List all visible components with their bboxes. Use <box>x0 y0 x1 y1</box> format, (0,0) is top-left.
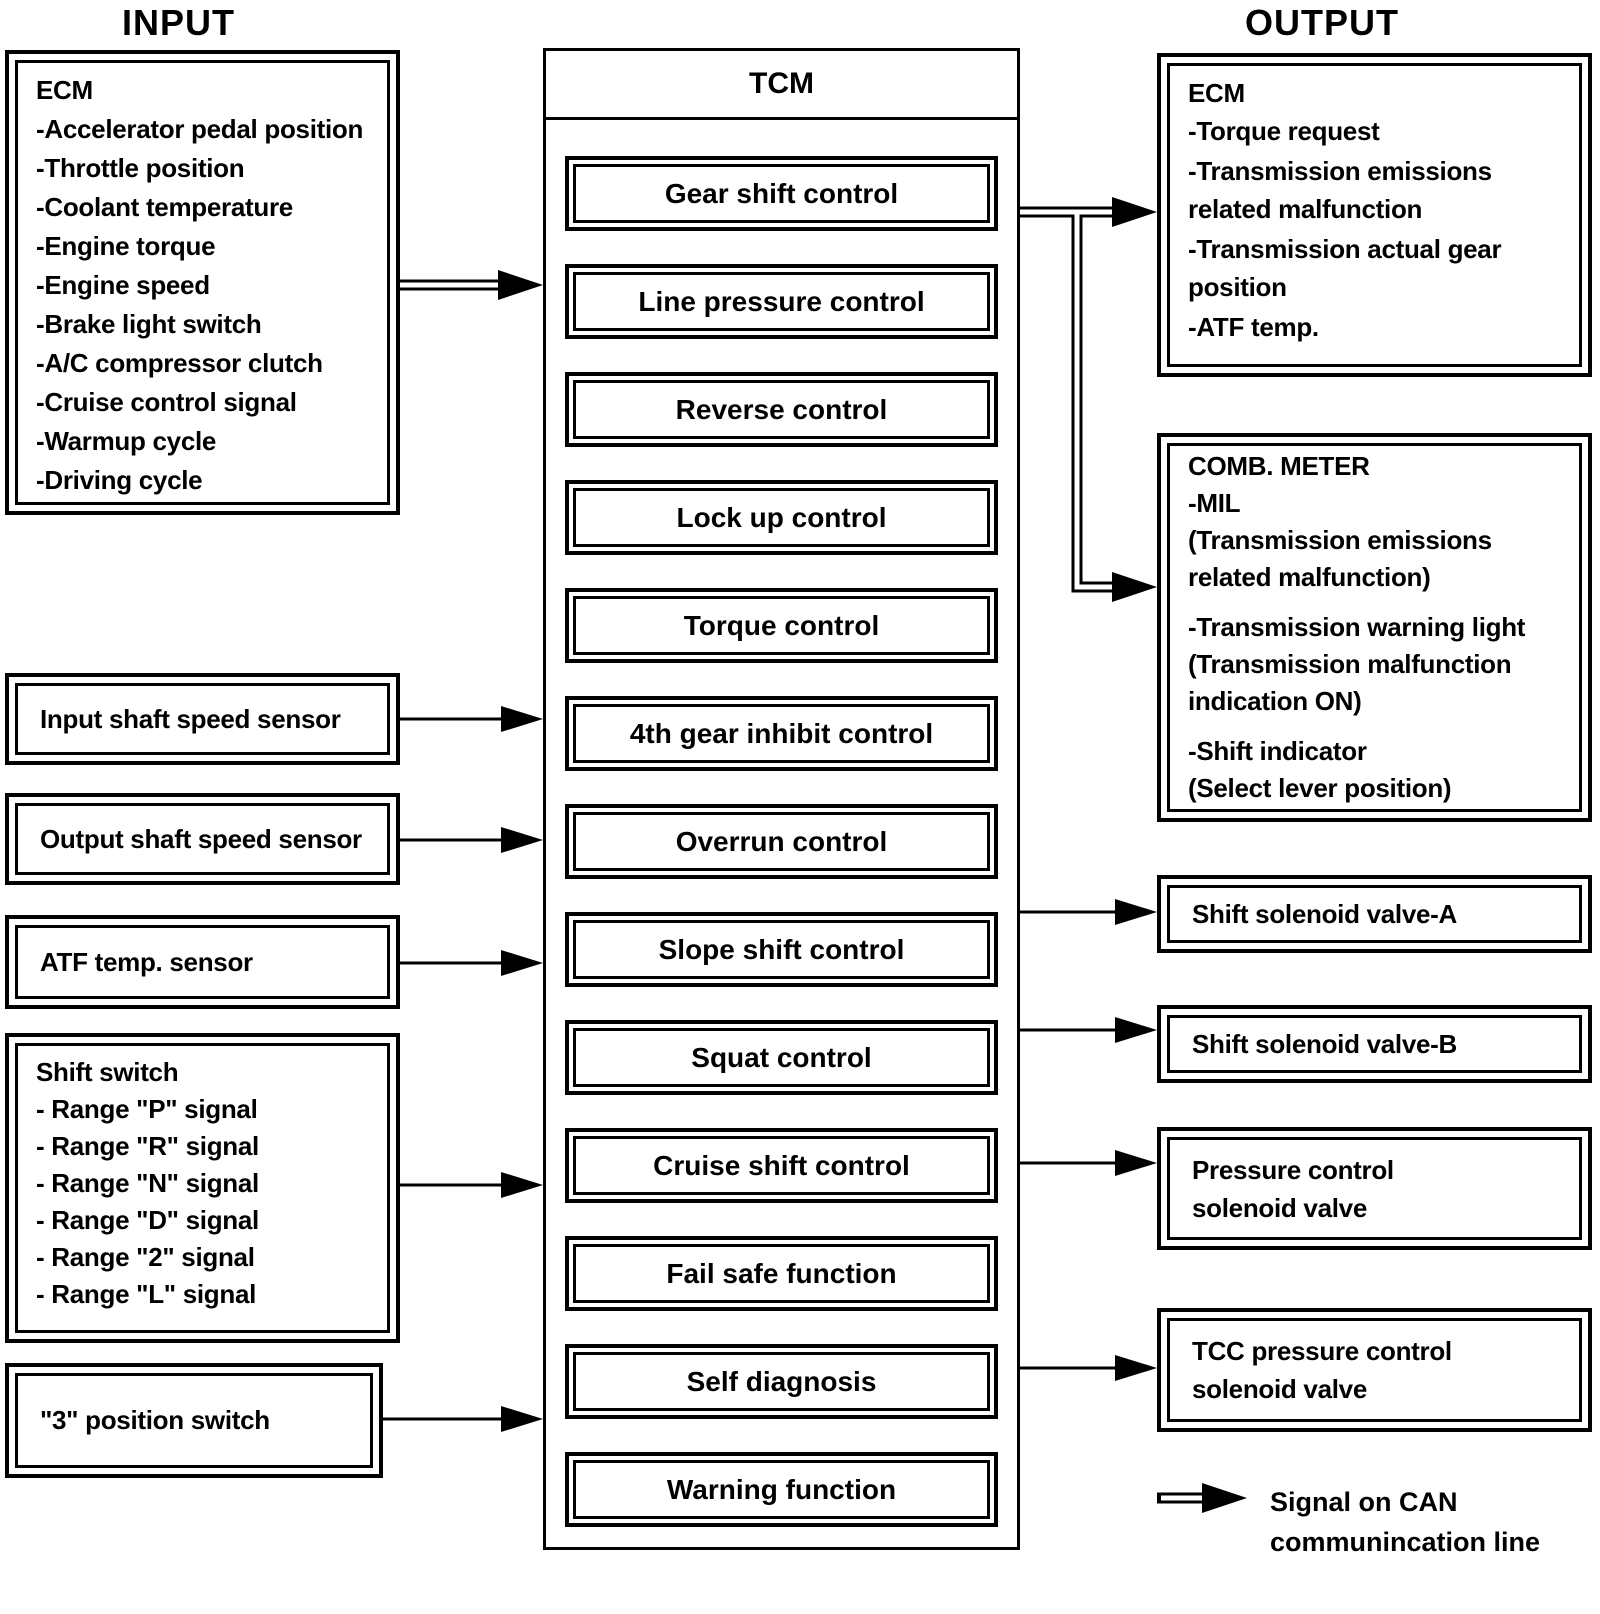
tcm-function-label: Lock up control <box>676 501 887 533</box>
ecm-output-item: -Transmission emissions related malfunct… <box>1188 156 1492 224</box>
atf-temp-sensor-box: ATF temp. sensor <box>5 915 400 1009</box>
input-heading: INPUT <box>122 2 235 43</box>
comb-meter-title: COMB. METER <box>1188 451 1370 481</box>
ecm-output-title: ECM <box>1188 78 1245 108</box>
tcm-function-box: Torque control <box>565 588 998 663</box>
shift-solenoid-valve-a-box: Shift solenoid valve-A <box>1157 875 1592 953</box>
tcm-function-box: Cruise shift control <box>565 1128 998 1203</box>
ecm-input-list: -Accelerator pedal position -Throttle pos… <box>36 110 383 500</box>
ecm-output-item: -Transmission actual gear position <box>1188 234 1502 302</box>
shift-solenoid-valve-b-label: Shift solenoid valve-B <box>1192 1028 1458 1059</box>
shift-switch-list: - Range "P" signal - Range "R" signal - Ra… <box>36 1091 383 1313</box>
shift-switch-item: - Range "R" signal <box>36 1131 259 1161</box>
ecm-input-item: -Throttle position <box>36 153 245 183</box>
tcm-function-label: Reverse control <box>675 393 888 425</box>
tcm-function-label: Fail safe function <box>666 1257 897 1289</box>
tcm-function-box: Gear shift control <box>565 156 998 231</box>
can-arrowheads <box>498 197 1247 1513</box>
tcm-function-label: Overrun control <box>675 825 888 857</box>
ecm-input-title: ECM <box>36 75 93 105</box>
tcc-pressure-control-solenoid-valve-label: TCC pressure control solenoid valve <box>1192 1336 1452 1404</box>
comb-meter-item: -MIL (Transmission emissions related mal… <box>1188 488 1492 592</box>
shift-switch-item: - Range "D" signal <box>36 1205 259 1235</box>
tcm-function-box: Squat control <box>565 1020 998 1095</box>
input-shaft-speed-sensor-label: Input shaft speed sensor <box>40 703 341 734</box>
can-arrow-channels <box>400 209 1206 1501</box>
ecm-input-item: -Cruise control signal <box>36 387 297 417</box>
tcm-function-box: Slope shift control <box>565 912 998 987</box>
tcm-function-box: Lock up control <box>565 480 998 555</box>
shift-solenoid-valve-a-label: Shift solenoid valve-A <box>1192 898 1458 929</box>
tcm-function-label: Squat control <box>691 1041 872 1073</box>
ecm-input-item: -Engine torque <box>36 231 216 261</box>
tcm-function-label: 4th gear inhibit control <box>629 717 934 749</box>
comb-meter-item: -Shift indicator (Select lever position) <box>1188 736 1452 803</box>
tcm-function-label: Slope shift control <box>658 933 905 965</box>
tcm-function-label: Line pressure control <box>638 285 925 317</box>
legend-label: Signal on CAN communincation line <box>1270 1487 1541 1557</box>
tcm-title: TCM <box>546 51 1017 120</box>
ecm-input-item: -Warmup cycle <box>36 426 217 456</box>
ecm-output-item: -Torque request <box>1188 116 1380 146</box>
tcm-function-box: 4th gear inhibit control <box>565 696 998 771</box>
ecm-output-list: -Torque request -Transmission emissions r… <box>1188 112 1575 346</box>
input-shaft-speed-sensor-box: Input shaft speed sensor <box>5 673 400 765</box>
can-arrow-tcm-to-comb-meter <box>1071 212 1120 593</box>
shift-switch-title: Shift switch <box>36 1057 179 1087</box>
comb-meter-item: -Transmission warning light (Transmissio… <box>1188 612 1526 716</box>
ecm-input-item: -Engine speed <box>36 270 210 300</box>
tcm-function-label: Self diagnosis <box>686 1365 877 1397</box>
shift-switch-box: Shift switch - Range "P" signal- Range "… <box>5 1033 400 1343</box>
ecm-input-box: ECM -Accelerator pedal position -Throttle… <box>5 50 400 515</box>
ecm-input-item: -Accelerator pedal position <box>36 114 364 144</box>
comb-meter-box: COMB. METER -MIL (Transmission emissions… <box>1157 433 1592 822</box>
output-shaft-speed-sensor-box: Output shaft speed sensor <box>5 793 400 885</box>
tcm-function-list: Gear shift control Line pressure control… <box>546 120 1017 1527</box>
tcm-function-label: Gear shift control <box>664 177 899 209</box>
three-position-switch-label: "3" position switch <box>40 1405 270 1435</box>
tcm-function-label: Torque control <box>683 609 880 641</box>
plain-arrowheads <box>501 706 1157 1432</box>
ecm-input-item: -Driving cycle <box>36 465 203 495</box>
tcm-function-label: Cruise shift control <box>653 1149 910 1181</box>
three-position-switch-box: "3" position switch <box>5 1363 383 1478</box>
shift-switch-item: - Range "P" signal <box>36 1094 258 1124</box>
ecm-input-item: -Brake light switch <box>36 309 262 339</box>
tcm-function-box: Line pressure control <box>565 264 998 339</box>
tcm-function-label: Warning function <box>666 1473 897 1505</box>
pressure-control-solenoid-valve-label: Pressure control solenoid valve <box>1192 1154 1394 1223</box>
tcm-function-box: Warning function <box>565 1452 998 1527</box>
ecm-output-item: -ATF temp. <box>1188 312 1319 342</box>
shift-solenoid-valve-b-box: Shift solenoid valve-B <box>1157 1005 1592 1083</box>
pressure-control-solenoid-valve-box: Pressure control solenoid valve <box>1157 1127 1592 1250</box>
shift-switch-item: - Range "N" signal <box>36 1168 259 1198</box>
shift-switch-item: - Range "L" signal <box>36 1279 257 1309</box>
tcc-pressure-control-solenoid-valve-box: TCC pressure control solenoid valve <box>1157 1308 1592 1432</box>
ecm-output-box: ECM -Torque request -Transmission emissio… <box>1157 53 1592 377</box>
output-heading: OUTPUT <box>1245 2 1399 43</box>
ecm-input-item: -Coolant temperature <box>36 192 293 222</box>
shift-switch-item: - Range "2" signal <box>36 1242 255 1272</box>
tcm-function-box: Fail safe function <box>565 1236 998 1311</box>
tcm-function-box: Reverse control <box>565 372 998 447</box>
ecm-input-item: -A/C compressor clutch <box>36 348 323 378</box>
output-shaft-speed-sensor-label: Output shaft speed sensor <box>40 823 362 854</box>
comb-meter-list: -MIL (Transmission emissions related mal… <box>1188 485 1575 807</box>
tcm-module-box: TCM Gear shift control Line pressure con… <box>543 48 1020 1550</box>
atf-temp-sensor-label: ATF temp. sensor <box>40 946 253 977</box>
tcm-function-box: Overrun control <box>565 804 998 879</box>
tcm-function-box: Self diagnosis <box>565 1344 998 1419</box>
